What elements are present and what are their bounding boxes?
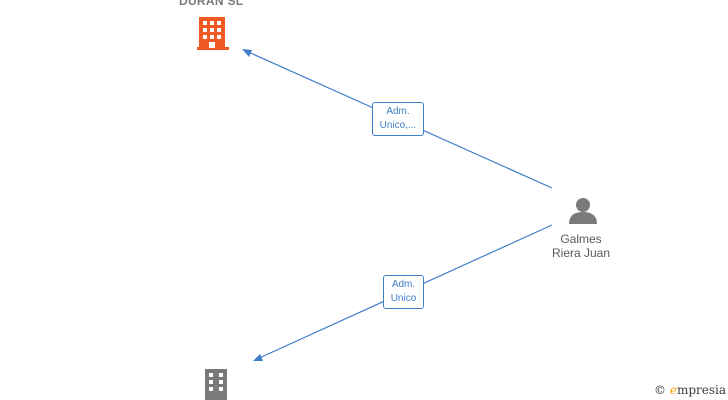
copyright-symbol: ©: [654, 383, 666, 397]
arrowhead-bottom: [253, 354, 263, 361]
person-name-line1: Galmes: [560, 232, 602, 246]
edge-label-top-line1: Adm.: [386, 106, 410, 117]
brand-initial: e: [669, 383, 677, 397]
building-icon[interactable]: [205, 369, 227, 400]
edge-label-bottom-line1: Adm.: [391, 279, 416, 290]
edge-label-top-line2: Unico,...: [379, 120, 417, 131]
person-icon[interactable]: [569, 198, 597, 224]
edge-label-bottom-line2: Unico: [390, 293, 417, 304]
person-label[interactable]: Galmes Riera Juan: [541, 232, 621, 260]
edge-label-bottom[interactable]: Adm. Unico: [383, 275, 424, 309]
edge-label-top[interactable]: Adm. Unico,...: [372, 102, 424, 136]
arrowhead-top: [242, 49, 252, 57]
company-name-top[interactable]: DURAN SL: [179, 0, 244, 8]
empresia-watermark: © empresia: [654, 383, 726, 397]
building-icon[interactable]: [197, 17, 229, 50]
person-name-line2: Riera Juan: [551, 246, 611, 260]
brand-name: mpresia: [676, 383, 726, 397]
